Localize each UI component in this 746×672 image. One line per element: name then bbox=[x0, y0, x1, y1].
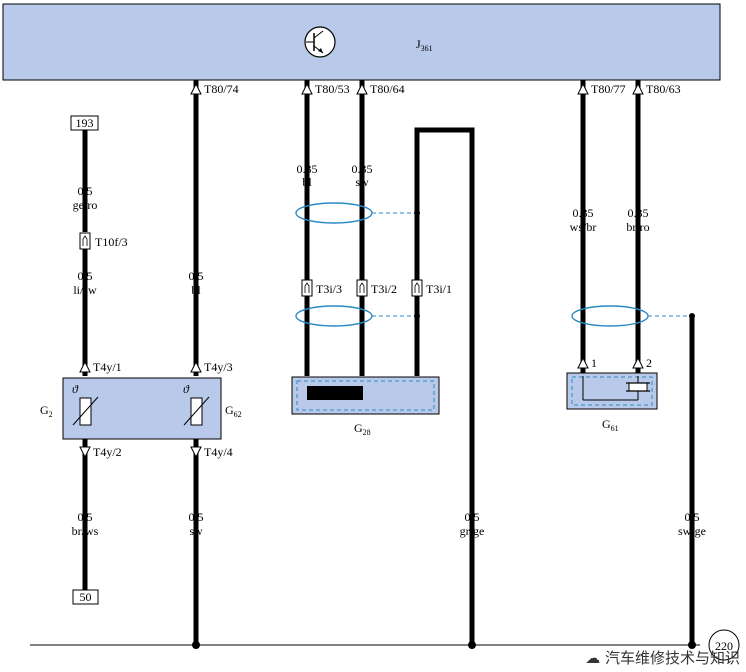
ground-terminal: 220 bbox=[708, 629, 740, 661]
wire-label-color: sw bbox=[189, 524, 203, 538]
wire-label-size: 0.5 bbox=[189, 510, 204, 524]
pin-arrow bbox=[79, 360, 91, 373]
pin-arrow bbox=[632, 356, 644, 369]
wire-label-color: bl bbox=[191, 283, 201, 297]
svg-text:T10f/3: T10f/3 bbox=[95, 235, 128, 249]
wire-label-color: sw/ge bbox=[678, 524, 706, 538]
transistor-icon bbox=[304, 26, 336, 58]
pin-arrow bbox=[190, 446, 202, 459]
pin-arrow bbox=[577, 356, 589, 369]
pin-arrow bbox=[577, 82, 589, 95]
wire-label-size: 0.5 bbox=[78, 184, 93, 198]
wire-label-size: 0.35 bbox=[352, 162, 373, 176]
wire-label-color: li/sw bbox=[73, 283, 97, 297]
terminal-50: 50 bbox=[72, 589, 99, 605]
wechat-icon: ☁ bbox=[585, 649, 601, 667]
wire-label-color: br/ro bbox=[626, 220, 649, 234]
watermark: ☁ 汽车维修技术与知识 bbox=[585, 649, 740, 667]
pin-label: T4y/2 bbox=[93, 445, 122, 459]
pin-label: T80/63 bbox=[646, 82, 681, 96]
pin-arrow bbox=[632, 82, 644, 95]
wire-label-color: br/ws bbox=[72, 524, 99, 538]
wire-label-size: 0.5 bbox=[78, 510, 93, 524]
svg-text:T3i/3: T3i/3 bbox=[316, 282, 342, 296]
pin-arrow bbox=[356, 82, 368, 95]
hall-sensor-icon bbox=[307, 386, 363, 400]
thermistor-icon: ϑ bbox=[72, 382, 99, 426]
pin-label: T4y/1 bbox=[93, 360, 122, 374]
pin-arrow bbox=[190, 82, 202, 95]
sensor-g62-label: G62 bbox=[225, 403, 242, 419]
pin-label: T80/64 bbox=[370, 82, 405, 96]
wire-label-size: 0.5 bbox=[465, 510, 480, 524]
wire-label-size: 0.5 bbox=[685, 510, 700, 524]
pin-label: T80/53 bbox=[315, 82, 350, 96]
connector-t10f: T10f/3 bbox=[79, 232, 128, 250]
shield-joint bbox=[414, 210, 420, 216]
thermistor-icon: ϑ bbox=[183, 382, 210, 426]
pin-label: 2 bbox=[646, 356, 652, 370]
ground-joint bbox=[688, 641, 696, 649]
sensor-g61-label: G61 bbox=[602, 417, 619, 433]
wire-label-size: 0.35 bbox=[297, 162, 318, 176]
sensor-box-g28-inner bbox=[296, 380, 435, 411]
wire-gr-ge bbox=[414, 127, 475, 645]
svg-text:220: 220 bbox=[715, 639, 733, 653]
pin-label: T80/77 bbox=[591, 82, 626, 96]
sensor-g2-label: G2 bbox=[40, 403, 53, 419]
wire-label-size: 0.35 bbox=[628, 206, 649, 220]
pin-label: T80/74 bbox=[204, 82, 239, 96]
wire-label-color: gr/ge bbox=[460, 524, 485, 538]
sensor-g28-label: G28 bbox=[354, 421, 371, 437]
wire-label-color: ge/ro bbox=[73, 198, 98, 212]
wire-label-color: sw bbox=[355, 175, 369, 189]
svg-text:193: 193 bbox=[76, 116, 94, 130]
knock-sensor-icon bbox=[582, 376, 650, 401]
wire-label-size: 0.35 bbox=[573, 206, 594, 220]
terminal-193: 193 bbox=[70, 115, 99, 131]
connector-t3i-3: T3i/3 bbox=[301, 279, 342, 297]
pin-label: T4y/4 bbox=[204, 445, 233, 459]
module-label: J361 bbox=[416, 37, 433, 53]
svg-text:ϑ: ϑ bbox=[72, 382, 79, 396]
connector-t3i-2: T3i/2 bbox=[356, 279, 397, 297]
wire-label-size: 0.5 bbox=[189, 269, 204, 283]
wire-label-size: 0.5 bbox=[78, 269, 93, 283]
pin-label: 1 bbox=[591, 356, 597, 370]
svg-text:50: 50 bbox=[80, 590, 92, 604]
control-module-box bbox=[2, 3, 721, 81]
ground-joint bbox=[192, 641, 200, 649]
sensor-box-g61-inner bbox=[571, 376, 653, 406]
pin-label: T4y/3 bbox=[204, 360, 233, 374]
pin-arrow bbox=[301, 82, 313, 95]
wire-label-color: ws/br bbox=[570, 220, 597, 234]
connector-t3i-1: T3i/1 bbox=[411, 279, 452, 297]
shield-joint bbox=[414, 313, 420, 319]
svg-text:ϑ: ϑ bbox=[183, 382, 190, 396]
ground-joint bbox=[468, 641, 476, 649]
pin-arrow bbox=[190, 360, 202, 373]
svg-text:T3i/2: T3i/2 bbox=[371, 282, 397, 296]
pin-arrow bbox=[79, 446, 91, 459]
wire-label-color: bl bbox=[302, 175, 312, 189]
svg-text:T3i/1: T3i/1 bbox=[426, 282, 452, 296]
